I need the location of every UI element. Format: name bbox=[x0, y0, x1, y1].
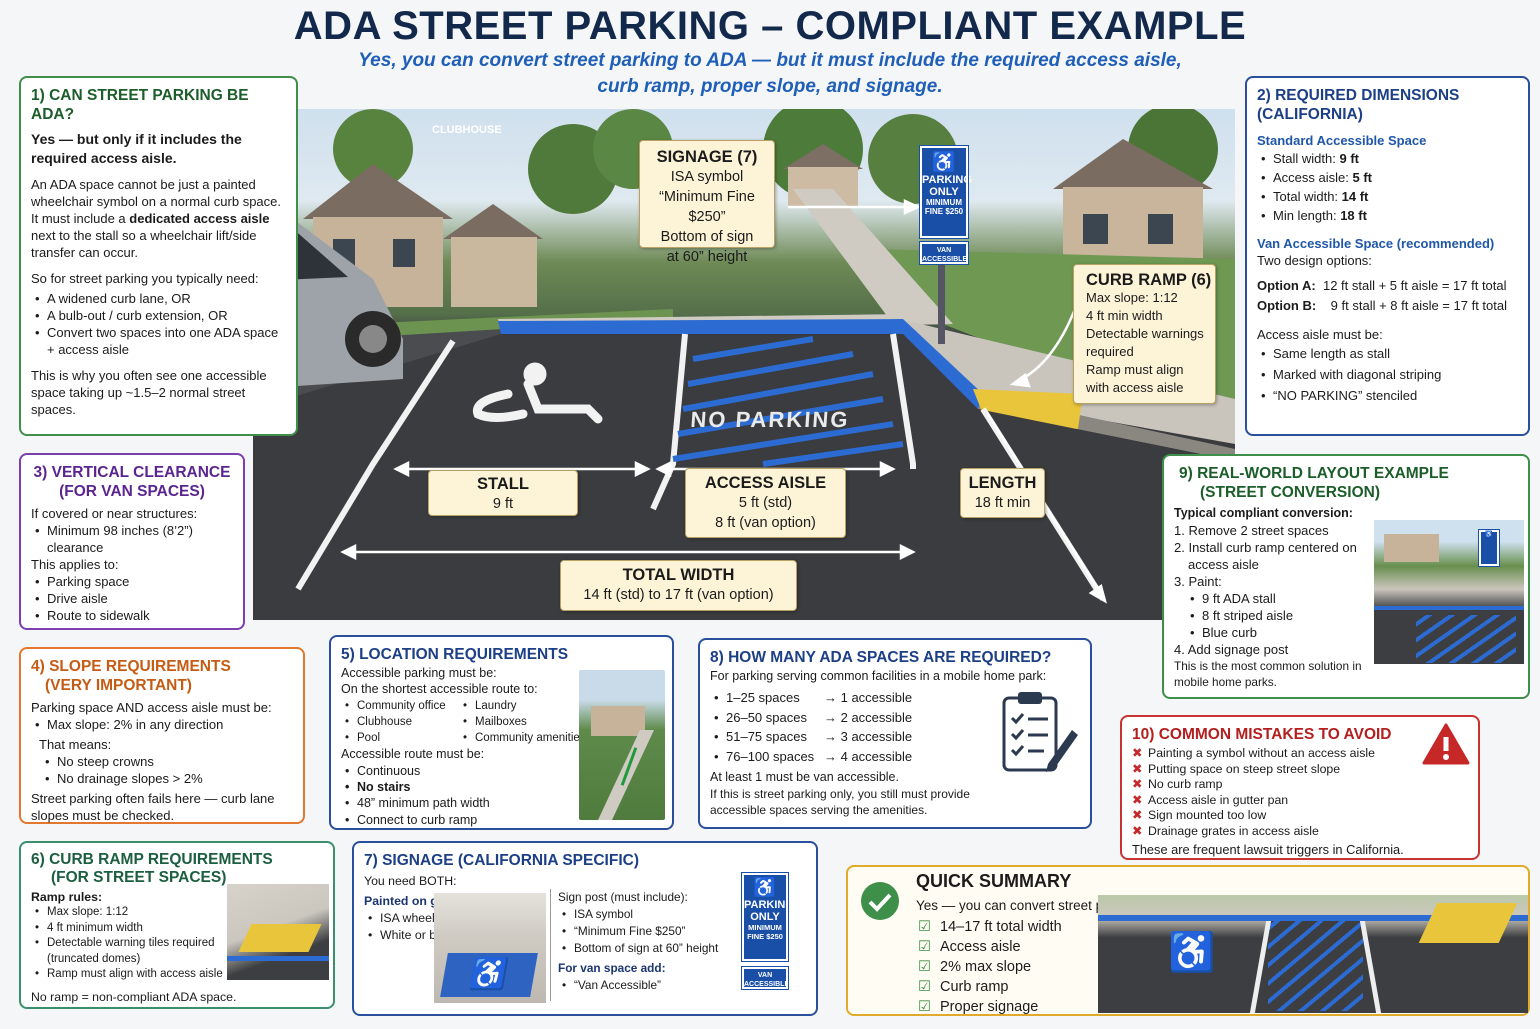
panel-title: 3) VERTICAL CLEARANCE(FOR VAN SPACES) bbox=[33, 464, 231, 500]
panel-title: 5) LOCATION REQUIREMENTS bbox=[341, 646, 569, 663]
panel-title: 2) REQUIRED DIMENSIONS (CALIFORNIA) bbox=[1257, 87, 1460, 123]
checkmark-circle-icon bbox=[861, 882, 899, 920]
panel-title: 6) CURB RAMP REQUIREMENTS(FOR STREET SPA… bbox=[31, 851, 273, 886]
panel-title: 8) HOW MANY ADA SPACES ARE REQUIRED? bbox=[710, 649, 1052, 666]
page-subtitle: Yes, you can convert street parking to A… bbox=[358, 50, 1182, 97]
panel-vertical-clearance: 3) VERTICAL CLEARANCE(FOR VAN SPACES) If… bbox=[19, 453, 245, 630]
panel-title: 10) COMMON MISTAKES TO AVOID bbox=[1132, 726, 1392, 743]
panel-can-street-parking-be-ada: 1) CAN STREET PARKING BE ADA? Yes — but … bbox=[19, 76, 298, 436]
ada-space-count-list: 1–25 spaces→ 1 accessible 26–50 spaces→ … bbox=[710, 688, 1080, 766]
panel-common-mistakes: 10) COMMON MISTAKES TO AVOID Painting a … bbox=[1120, 715, 1480, 860]
wheelchair-icon: ♿ bbox=[440, 953, 538, 997]
sign-line-only: ONLY bbox=[929, 186, 959, 198]
wheelchair-icon: ♿ bbox=[1168, 932, 1216, 974]
ground-symbol-photo: ♿ bbox=[434, 893, 546, 1003]
panel-how-many-ada-spaces: 8) HOW MANY ADA SPACES ARE REQUIRED? For… bbox=[698, 638, 1092, 829]
parking-sign: ♿ PARKING ONLY MINIMUM FINE $250 bbox=[919, 145, 972, 239]
panel-title: 7) SIGNAGE (CALIFORNIA SPECIFIC) bbox=[364, 852, 639, 869]
sign-line-fine: FINE $250 bbox=[924, 207, 964, 216]
wheelchair-icon: ♿ bbox=[931, 152, 957, 174]
panel-title: 9) REAL-WORLD LAYOUT EXAMPLE(STREET CONV… bbox=[1179, 465, 1449, 501]
summary-title: QUICK SUMMARY bbox=[916, 871, 1072, 891]
access-aisle-requirements-list: Same length as stallMarked with diagonal… bbox=[1257, 343, 1518, 406]
standard-dimensions-list: Stall width: 9 ft Access aisle: 5 ft Tot… bbox=[1257, 149, 1518, 225]
panel-signage-california: 7) SIGNAGE (CALIFORNIA SPECIFIC) You nee… bbox=[352, 841, 818, 1016]
mini-parking-sign: ♿ bbox=[1478, 529, 1500, 567]
sign-line-parking: PARKING bbox=[922, 174, 972, 186]
clubhouse-sign: CLUBHOUSE bbox=[432, 124, 502, 136]
panel-title: 4) SLOPE REQUIREMENTS(VERY IMPORTANT) bbox=[31, 658, 231, 694]
panel-quick-summary: QUICK SUMMARY Yes — you can convert stre… bbox=[846, 865, 1530, 1017]
clipboard-checklist-icon bbox=[1002, 692, 1078, 772]
sign-line-minimum: MINIMUM bbox=[926, 198, 962, 207]
panel-title: 1) CAN STREET PARKING BE ADA? bbox=[31, 87, 249, 123]
location-photo bbox=[579, 670, 665, 820]
page-title: ADA STREET PARKING – COMPLIANT EXAMPLE bbox=[293, 4, 1247, 48]
mistakes-list: Painting a symbol without an access aisl… bbox=[1132, 746, 1468, 840]
panel-location-requirements: 5) LOCATION REQUIREMENTS Accessible park… bbox=[329, 635, 674, 830]
summary-parking-photo: ♿ bbox=[1098, 895, 1528, 1013]
street-parking-options-list: A widened curb lane, ORA bulb-out / curb… bbox=[31, 290, 286, 358]
layout-example-photo: ♿ bbox=[1374, 520, 1524, 664]
panel-slope-requirements: 4) SLOPE REQUIREMENTS(VERY IMPORTANT) Pa… bbox=[19, 647, 305, 824]
curb-ramp-photo bbox=[227, 884, 329, 980]
panel-real-world-layout: 9) REAL-WORLD LAYOUT EXAMPLE(STREET CONV… bbox=[1162, 454, 1530, 699]
wheelchair-icon: ♿ bbox=[753, 878, 777, 899]
callout-signage: SIGNAGE (7) ISA symbol“Minimum Fine $250… bbox=[639, 140, 775, 265]
panel-curb-ramp-requirements: 6) CURB RAMP REQUIREMENTS(FOR STREET SPA… bbox=[19, 841, 335, 1009]
warning-icon bbox=[1422, 723, 1470, 765]
no-parking-stencil: NO PARKING bbox=[689, 407, 851, 432]
panel-required-dimensions: 2) REQUIRED DIMENSIONS (CALIFORNIA) Stan… bbox=[1245, 76, 1530, 436]
summary-checklist: 14–17 ft total widthAccess aisle2% max s… bbox=[918, 917, 1062, 1017]
